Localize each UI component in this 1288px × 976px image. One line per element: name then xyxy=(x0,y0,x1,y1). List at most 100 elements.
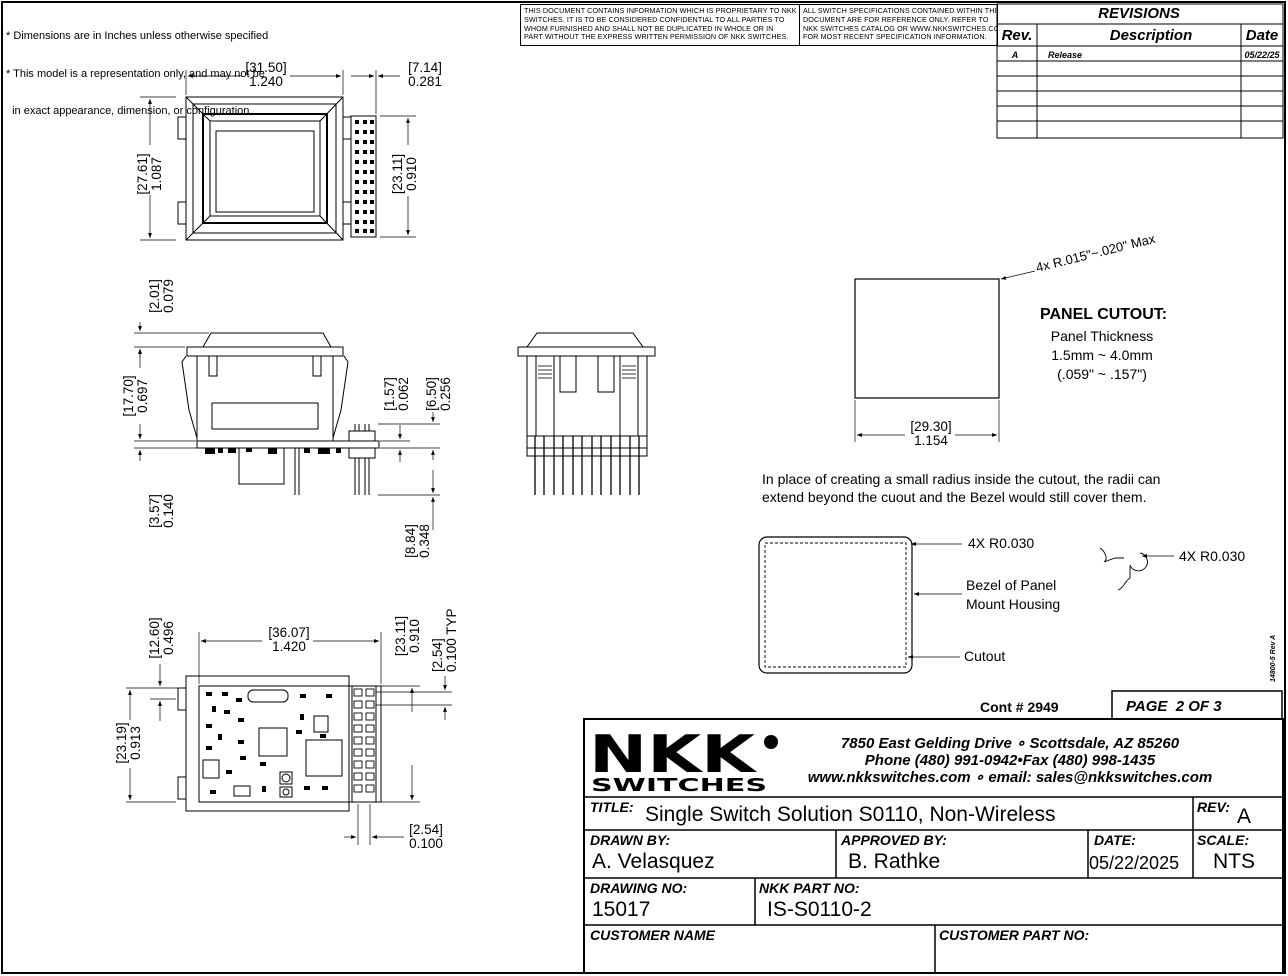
panel-thickness-in: (.059" ~ .157") xyxy=(1057,366,1147,382)
approved-by-value: B. Rathke xyxy=(848,850,941,873)
date-column-header: Date xyxy=(1246,27,1279,44)
revision-date-cell: 05/22/25 xyxy=(1244,50,1280,60)
dim-in: 1.420 xyxy=(272,639,306,654)
phone-fax-line: Phone (480) 991-0942•Fax (480) 998-1435 xyxy=(864,752,1156,769)
dim-mm: [23.11] xyxy=(393,615,408,657)
bezel-label-line: Bezel of Panel xyxy=(966,577,1057,593)
bezel-label: Bezel of Panel Mount Housing xyxy=(966,576,1060,614)
customer-name-label: CUSTOMER NAME xyxy=(590,927,715,943)
scale-label: SCALE: xyxy=(1197,832,1250,848)
cutout-radius-explanation: In place of creating a small radius insi… xyxy=(762,470,1160,506)
cutout-label: Cutout xyxy=(964,648,1006,664)
dim-top-height-2: [23.11]0.910 xyxy=(390,148,419,200)
dim-cutout-width: [29.30]1.154 xyxy=(905,420,957,448)
dim-mm: [12.60] xyxy=(147,617,162,659)
dim-in: 0.100 xyxy=(409,836,443,851)
revisions-title: REVISIONS xyxy=(1098,5,1180,22)
dim-top-width: [31.50]1.240 xyxy=(240,61,292,89)
dim-in: 0.140 xyxy=(161,494,176,528)
web-email-line: www.nkkswitches.com ∘ email: sales@nkksw… xyxy=(807,769,1213,786)
nkk-logo: NKK SWITCHES xyxy=(589,725,778,796)
dim-mm: [23.19] xyxy=(114,722,129,764)
dim-mm: [31.50] xyxy=(245,60,287,75)
revision-rev-cell: A xyxy=(1011,50,1019,60)
dim-mm: [17.70] xyxy=(121,375,136,417)
scale-value: NTS xyxy=(1213,850,1255,873)
front-view xyxy=(517,332,656,495)
rev-column-header: Rev. xyxy=(1002,27,1033,44)
date-value: 05/22/2025 xyxy=(1089,853,1180,873)
dim-bottom-width: [36.07]1.420 xyxy=(263,626,315,654)
dim-in: 0.079 xyxy=(161,279,176,313)
part-no-label: NKK PART NO: xyxy=(759,880,860,896)
general-notes: * Dimensions are in Inches unless otherw… xyxy=(6,5,268,130)
dim-in: 1.087 xyxy=(149,157,164,191)
dim-in: 1.240 xyxy=(249,74,283,89)
cutout-corner-radius-label: 4X R0.030 xyxy=(968,535,1035,551)
dim-bottom-offset: [12.60]0.496 xyxy=(147,614,176,662)
dim-in: 0.496 xyxy=(161,621,176,655)
dim-mm: [27.61] xyxy=(135,153,150,195)
approved-by-label: APPROVED BY: xyxy=(841,832,947,848)
dim-in: 0.348 xyxy=(417,524,432,558)
dim-top-depth: [7.14]0.281 xyxy=(403,61,447,89)
title-block: NKK SWITCHES xyxy=(583,690,1284,974)
spec-disclaimer: ALL SWITCH SPECIFICATIONS CONTAINED WITH… xyxy=(799,4,998,46)
detail-radius-label: 4X R0.030 xyxy=(1179,548,1246,564)
logo-mark: NKK xyxy=(589,725,757,785)
customer-part-no-label: CUSTOMER PART NO: xyxy=(939,927,1090,943)
drawing-no-value: 15017 xyxy=(592,898,651,921)
dim-pin-length: [8.84]0.348 xyxy=(403,519,432,563)
note-line: In place of creating a small radius insi… xyxy=(762,471,1161,487)
note-line: * Dimensions are in Inches unless otherw… xyxy=(6,30,269,42)
dim-mm: [2.01] xyxy=(147,279,162,313)
part-no-value: IS-S0110-2 xyxy=(767,898,872,921)
dim-mm: [1.57] xyxy=(382,377,397,411)
revision-description-cell: Release xyxy=(1048,50,1082,60)
dim-bottom-height: [23.11]0.910 xyxy=(393,610,422,662)
note-line: extend beyond the cuout and the Bezel wo… xyxy=(762,489,1147,505)
logo-subtext: SWITCHES xyxy=(591,775,767,796)
dim-in: 1.154 xyxy=(914,433,948,448)
panel-cutout-title: PANEL CUTOUT: xyxy=(1040,306,1168,323)
dim-bottom-height-2: [23.19]0.913 xyxy=(114,717,143,769)
dim-mm: [6.50] xyxy=(424,377,439,411)
note-line: * This model is a representation only, a… xyxy=(6,67,265,80)
date-label: DATE: xyxy=(1094,832,1136,848)
company-address: 7850 East Gelding Drive ∘ Scottsdale, AZ… xyxy=(790,735,1230,786)
dim-mm: [29.30] xyxy=(910,419,952,434)
dim-pin-height: [6.50]0.256 xyxy=(424,372,453,416)
dim-in: 0.910 xyxy=(407,619,422,653)
side-view xyxy=(134,322,440,530)
drawing-no-label: DRAWING NO: xyxy=(590,880,688,896)
bezel-label-line: Mount Housing xyxy=(966,596,1061,612)
bottom-view xyxy=(126,632,452,845)
dim-pin-pitch: [2.54]0.100 TYP xyxy=(430,600,459,672)
drawn-by-label: DRAWN BY: xyxy=(590,832,671,848)
dim-mm: [7.14] xyxy=(408,60,442,75)
dim-mm: [3.57] xyxy=(147,494,162,528)
panel-thickness-spec: Panel Thickness 1.5mm ~ 4.0mm (.059" ~ .… xyxy=(1012,327,1192,384)
top-view-pin-array xyxy=(355,120,374,233)
panel-thickness-mm: 1.5mm ~ 4.0mm xyxy=(1051,347,1153,363)
address-line: 7850 East Gelding Drive ∘ Scottsdale, AZ… xyxy=(840,735,1180,752)
dim-in: 0.697 xyxy=(135,379,150,413)
dim-top-height: [27.61]1.087 xyxy=(135,148,164,200)
dim-in: 0.062 xyxy=(396,377,411,411)
bottom-header-pins xyxy=(353,688,375,793)
top-view xyxy=(140,70,416,241)
dim-pcb-thickness: [1.57]0.062 xyxy=(382,372,411,416)
side-components xyxy=(205,448,341,454)
dim-cap-height: [2.01]0.079 xyxy=(147,274,176,318)
logo-dot xyxy=(764,735,778,749)
front-pins xyxy=(534,436,640,495)
rev-label: REV: xyxy=(1197,799,1230,815)
bottom-components xyxy=(206,692,332,794)
drawing-title: Single Switch Solution S0110, Non-Wirele… xyxy=(645,803,1056,826)
dim-in: 0.281 xyxy=(408,74,442,89)
dim-mm: [8.84] xyxy=(403,524,418,558)
dim-mm: [2.54] xyxy=(430,638,445,672)
contract-number: Cont # 2949 xyxy=(980,699,1059,715)
form-code: 14800-5 Rev A xyxy=(1270,634,1277,682)
